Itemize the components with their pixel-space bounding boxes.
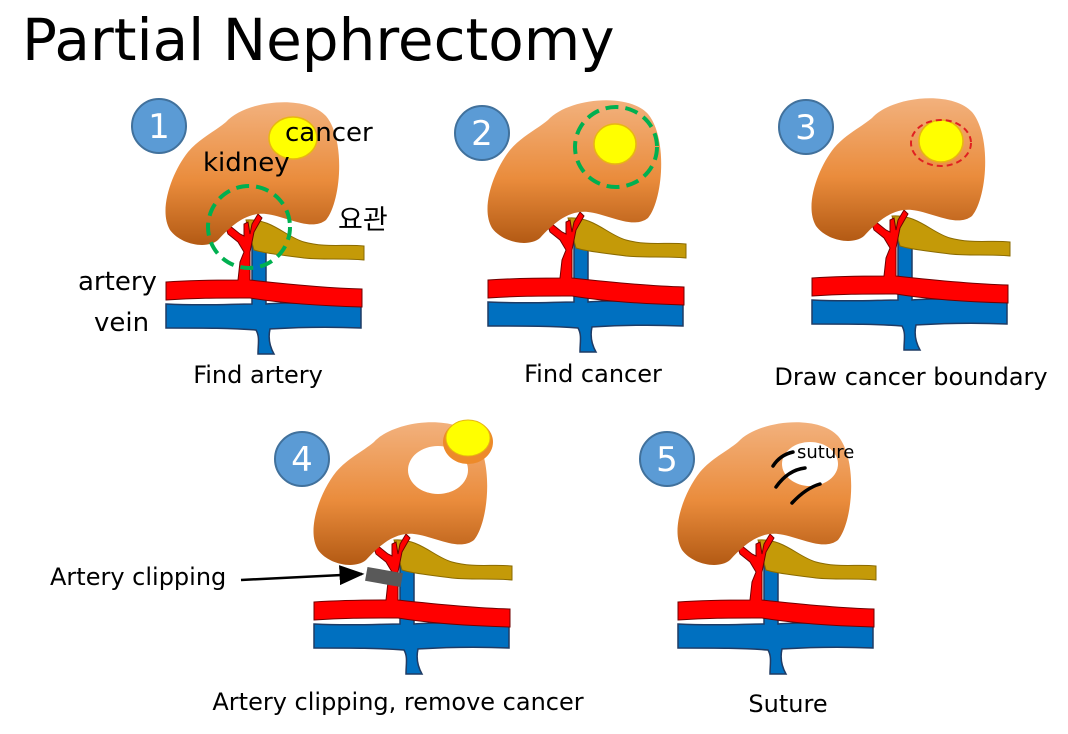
step-3-caption: Draw cancer boundary [774,363,1047,391]
suture-site [782,442,838,486]
step-4: 4 Artery clipping Artery clipping, remov… [50,419,584,716]
suture-stitch-icon [774,466,807,489]
removed-cancer [445,419,491,457]
step-1-number: 1 [148,107,170,147]
suture-stitch-icon [771,450,795,468]
step-5-number: 5 [656,440,678,480]
suture-stitch-icon [790,482,822,505]
step-2-number: 2 [471,114,493,154]
clip-label: Artery clipping [50,563,226,591]
step-2-badge [454,105,510,161]
suture-label: suture [797,442,854,463]
cancer-label: cancer [285,118,373,148]
cancer-tumor [593,123,637,165]
artery-highlight-circle [206,184,292,270]
artery-clip [365,566,403,588]
artery-label: artery [78,267,157,297]
cancer-highlight-circle [573,105,659,189]
step-4-caption: Artery clipping, remove cancer [212,688,583,716]
vein-label: vein [94,308,149,338]
ureter-label: 요관 [338,205,388,236]
page-title: Partial Nephrectomy [22,6,615,74]
step-3: 3 Draw cancer boundary [774,97,1048,391]
step-5-caption: Suture [748,690,827,718]
step-1-caption: Find artery [193,361,323,389]
step-3-number: 3 [795,108,817,148]
step-2-caption: Find cancer [524,360,662,388]
cancer-tumor [268,116,318,160]
step-2: 2 Find cancer [454,99,687,388]
step-5: 5 suture Suture [639,421,877,718]
cancer-tumor [918,119,964,163]
step-1: 1 cancer kidney 요관 artery vein Find arte… [78,98,388,389]
step-5-badge [639,431,695,487]
clip-pointer-arrow [240,565,365,586]
step-4-number: 4 [291,440,313,480]
kidney-label: kidney [203,148,290,178]
step-4-badge [274,431,330,487]
step-3-badge [778,99,834,155]
step-1-badge [131,98,187,154]
kidney-anatomy [810,97,1011,351]
cancer-boundary-line [910,119,972,167]
